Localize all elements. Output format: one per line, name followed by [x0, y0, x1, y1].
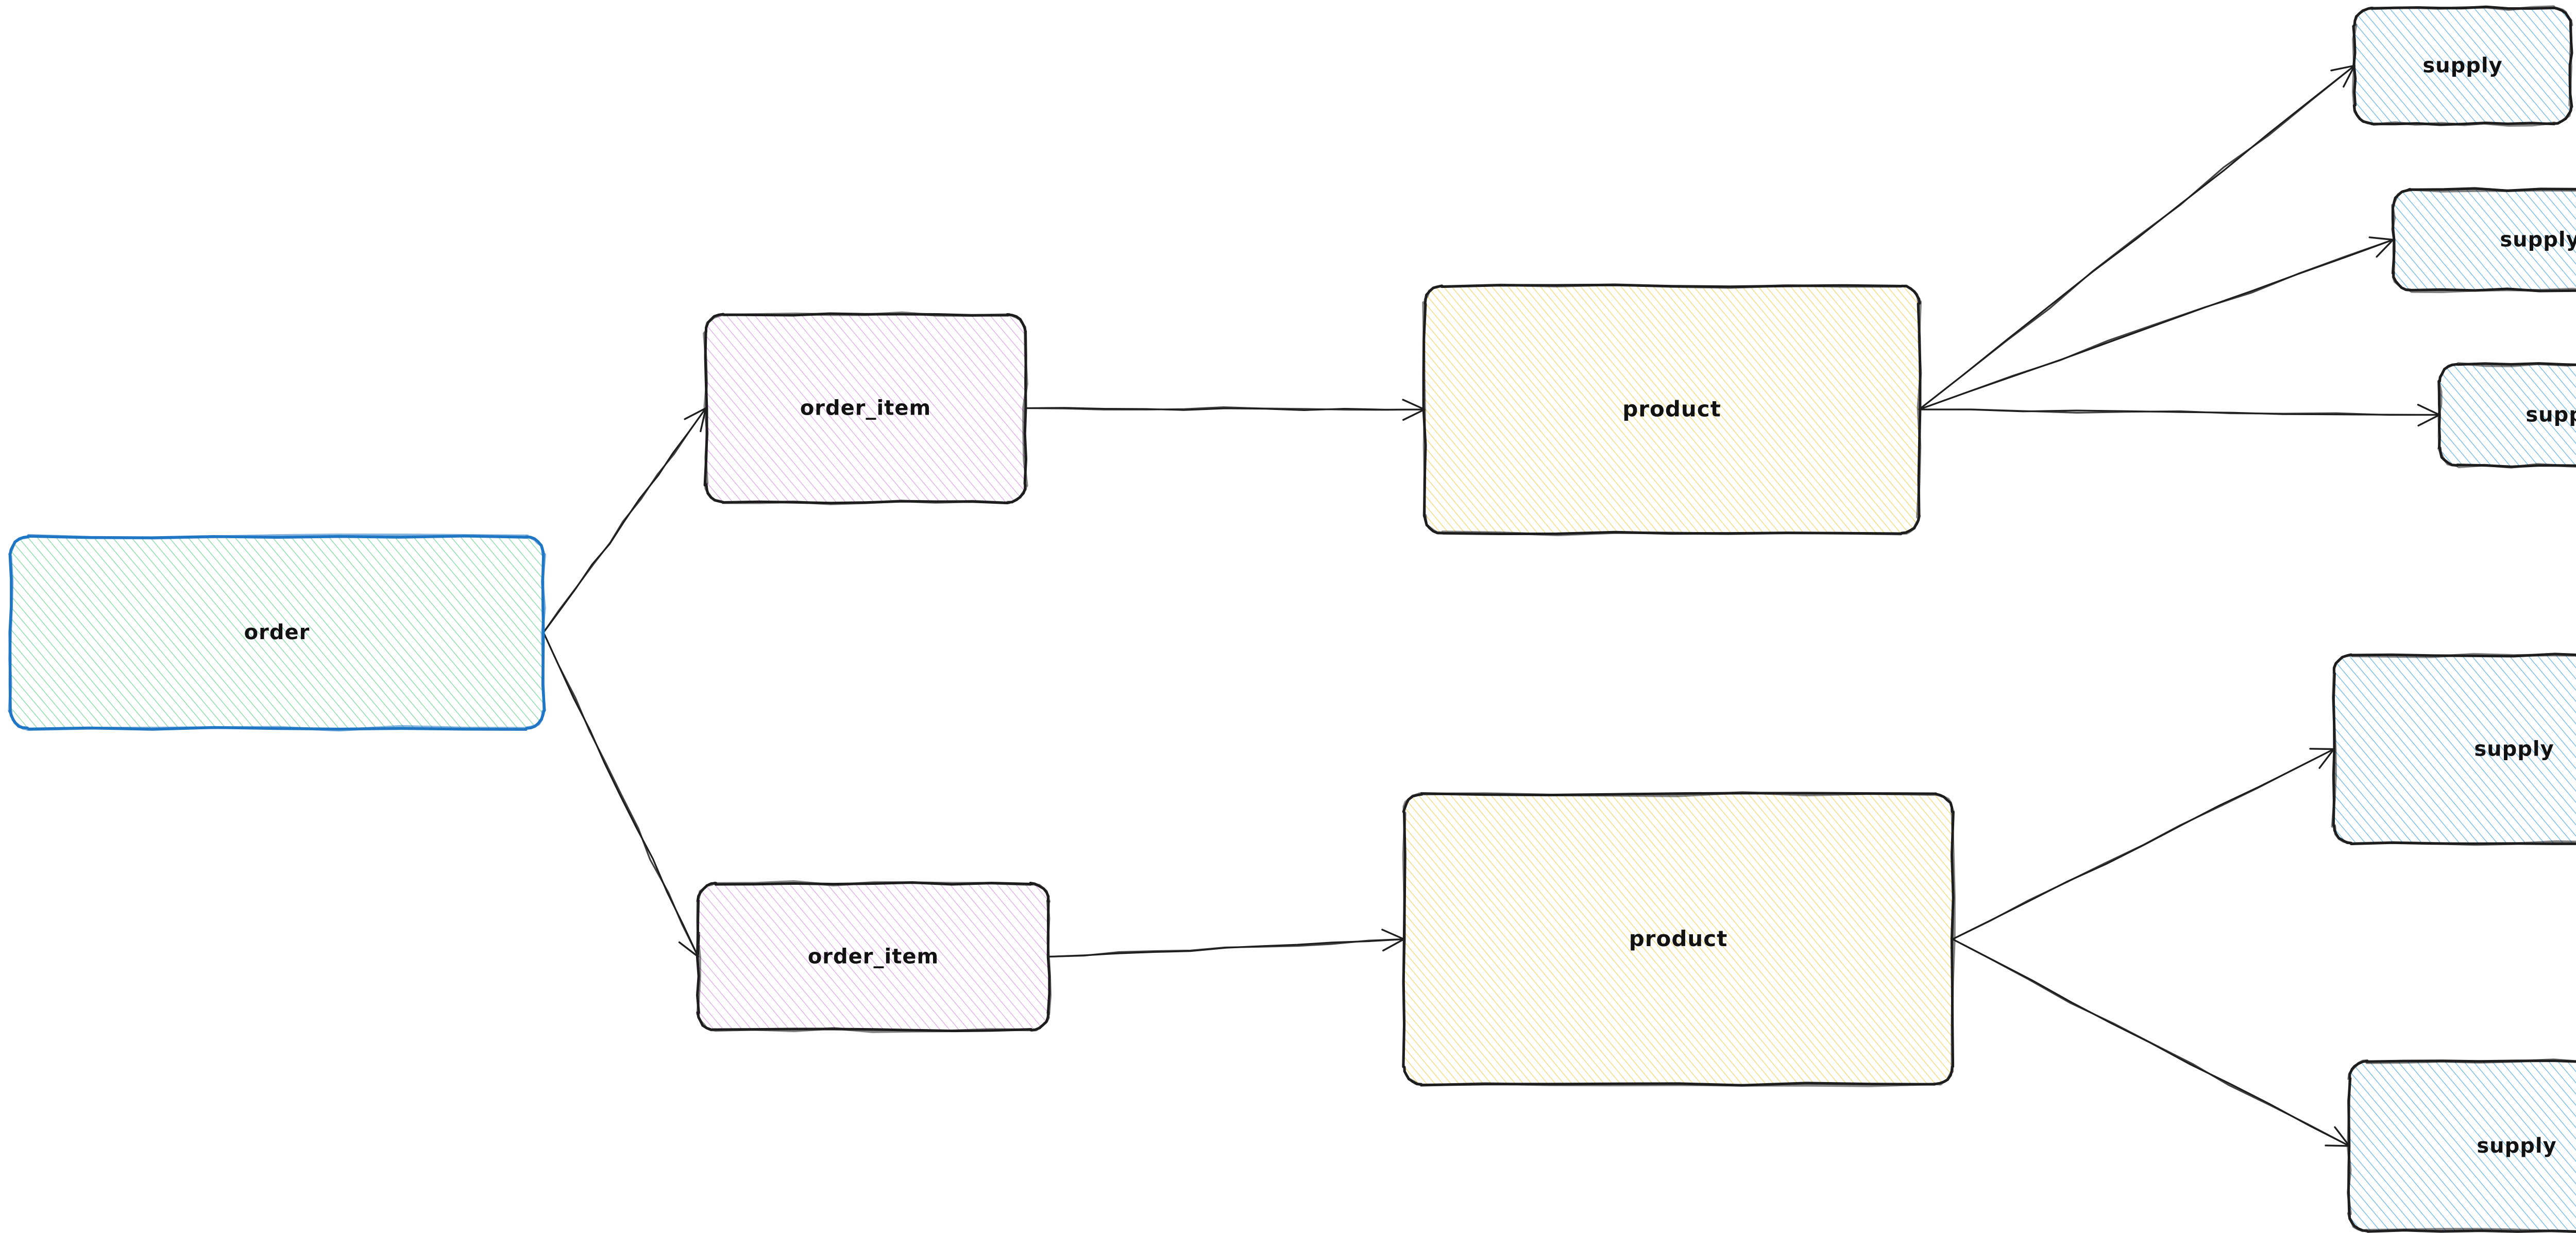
- edge-product_1-to-supply_1: [1918, 64, 2355, 410]
- node-border: [2391, 188, 2576, 294]
- arrowhead: [2368, 236, 2394, 241]
- arrowhead: [1382, 938, 1405, 952]
- node-label: supply: [2500, 228, 2576, 252]
- node-fill: [705, 313, 1026, 503]
- node-border: [1402, 791, 1956, 1087]
- arrowhead: [1402, 408, 1426, 421]
- arrowhead: [1381, 929, 1405, 940]
- edge-line: [1918, 64, 2355, 410]
- node-order[interactable]: order: [8, 533, 547, 732]
- node-fill: [2392, 189, 2576, 290]
- node-label: order_item: [808, 945, 939, 969]
- node-fill: [697, 882, 1049, 1031]
- arrowhead: [2343, 64, 2355, 88]
- node-fill: [9, 536, 545, 729]
- nodes-layer: orderorder_itemorder_itemproductproducts…: [8, 5, 2576, 1233]
- node-label: supply: [2422, 54, 2502, 78]
- node-product_2[interactable]: product: [1402, 791, 1956, 1087]
- edge-order_item_1-to-product_1: [1024, 399, 1426, 421]
- node-border: [703, 311, 1028, 505]
- edge-line: [1918, 408, 2441, 416]
- arrowhead: [2318, 748, 2335, 769]
- node-border: [2437, 362, 2576, 469]
- arrowhead: [678, 941, 699, 958]
- node-border: [2437, 362, 2576, 468]
- node-fill: [2333, 654, 2576, 844]
- arrowhead: [2417, 404, 2441, 416]
- node-border: [2352, 5, 2573, 127]
- arrowhead: [2376, 238, 2394, 258]
- node-fill: [2353, 7, 2572, 125]
- edge-product_1-to-supply_3: [1918, 404, 2441, 427]
- node-supply_4[interactable]: supply: [2331, 653, 2576, 846]
- edge-product_2-to-supply_4: [1952, 748, 2335, 940]
- node-fill: [1403, 793, 1954, 1085]
- node-label: order: [244, 621, 310, 644]
- edge-product_1-to-supply_2: [1918, 236, 2394, 410]
- node-label: order_item: [800, 397, 931, 420]
- node-border: [8, 533, 547, 732]
- edge-line: [1952, 938, 2350, 1147]
- node-supply_3[interactable]: supply: [2437, 362, 2576, 469]
- node-label: supply: [2474, 738, 2554, 761]
- node-fill: [1424, 285, 1920, 534]
- edge-line: [543, 631, 699, 958]
- edge-line: [543, 407, 707, 633]
- node-product_1[interactable]: product: [1422, 283, 1922, 537]
- node-border: [2346, 1058, 2576, 1233]
- node-supply_5[interactable]: supply: [2346, 1058, 2576, 1233]
- arrowhead: [684, 407, 707, 420]
- node-label: product: [1629, 926, 1728, 951]
- edge-order-to-order_item_2: [543, 631, 700, 958]
- edge-line: [1047, 938, 1405, 958]
- edges-layer: [543, 64, 2441, 1147]
- edge-order-to-order_item_1: [543, 407, 707, 633]
- edge-line: [1918, 238, 2394, 410]
- edge-product_2-to-supply_5: [1952, 938, 2350, 1147]
- node-order_item_2[interactable]: order_item: [696, 880, 1052, 1033]
- node-fill: [2438, 363, 2576, 467]
- node-border: [696, 880, 1052, 1033]
- edge-line: [1024, 406, 1426, 411]
- node-border: [2331, 653, 2576, 846]
- arrowhead: [2330, 64, 2355, 72]
- node-label: supply: [2477, 1134, 2556, 1158]
- node-supply_1[interactable]: supply: [2352, 5, 2573, 127]
- node-border: [1422, 283, 1922, 537]
- node-label: supply: [2526, 403, 2576, 427]
- node-label: product: [1622, 397, 1721, 422]
- node-order_item_1[interactable]: order_item: [703, 311, 1028, 505]
- node-fill: [2348, 1060, 2576, 1232]
- arrowhead: [2325, 1144, 2350, 1147]
- node-supply_2[interactable]: supply: [2391, 187, 2576, 294]
- arrowhead: [1402, 399, 1426, 410]
- edge-line: [1952, 748, 2335, 940]
- arrowhead: [2417, 414, 2441, 427]
- edge-order_item_2-to-product_2: [1047, 929, 1405, 958]
